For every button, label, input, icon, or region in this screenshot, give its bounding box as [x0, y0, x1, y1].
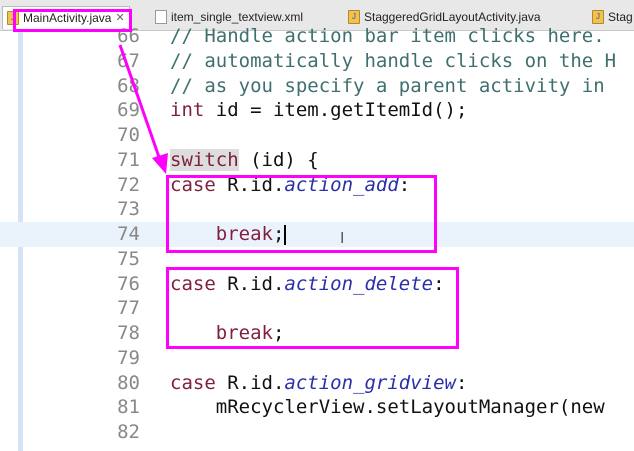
code-line[interactable]: 66// Handle action bar item clicks here.	[0, 24, 634, 49]
code-token: switch	[170, 148, 239, 171]
code-text: case R.id.action_gridview:	[170, 371, 467, 396]
code-line[interactable]: 81 mRecyclerView.setLayoutManager(new	[0, 395, 634, 420]
close-icon[interactable]: ✕	[115, 12, 125, 24]
code-line[interactable]: 75	[0, 247, 634, 272]
tab-item-single-textview[interactable]: item_single_textview.xml	[155, 6, 303, 28]
code-line[interactable]: 70	[0, 123, 634, 148]
text-caret	[284, 224, 287, 245]
line-number: 68	[117, 74, 140, 97]
code-text: // automatically handle clicks on the H	[170, 49, 616, 74]
code-line[interactable]: 76 case R.id.action_delete:	[0, 272, 634, 297]
line-number: 71	[117, 148, 140, 171]
code-text: case R.id.action_add:	[170, 173, 410, 198]
line-number: 76	[117, 272, 140, 295]
tab-staggered-grid[interactable]: J StaggeredGridLayoutActivity.java	[348, 6, 541, 28]
xml-file-icon	[155, 10, 167, 24]
code-text: int id = item.getItemId();	[170, 98, 467, 123]
text-cursor-ibeam-icon: I	[340, 230, 345, 247]
code-text: switch (id) {	[170, 148, 319, 173]
java-file-icon: J	[348, 10, 360, 24]
code-line[interactable]: 73	[0, 197, 634, 222]
annotation-box-action-delete	[166, 267, 459, 349]
code-line[interactable]: 82	[0, 420, 634, 445]
code-line[interactable]: 69 int id = item.getItemId();	[0, 98, 634, 123]
code-token: :	[456, 371, 468, 394]
code-text: // Handle action bar item clicks here.	[170, 24, 616, 49]
code-text: mRecyclerView.setLayoutManager(new	[170, 395, 616, 420]
annotation-box-tab	[13, 9, 132, 32]
line-number: 81	[117, 396, 140, 419]
code-token: int	[170, 99, 216, 122]
tab-stag-overflow[interactable]: J Stag	[592, 6, 633, 28]
code-token: mRecyclerView.setLayoutManager(new	[170, 396, 617, 419]
code-line[interactable]: 67// automatically handle clicks on the …	[0, 49, 634, 74]
code-token: // automatically handle clicks on the H	[170, 49, 617, 72]
line-number: 73	[117, 198, 140, 221]
code-text: // as you specify a parent activity in	[170, 74, 616, 99]
line-number: 82	[117, 421, 140, 443]
code-token: (id) {	[238, 148, 319, 171]
code-token: // Handle action bar item clicks here.	[170, 25, 617, 47]
code-token: R.id.	[215, 371, 285, 394]
code-token: ;	[272, 223, 285, 245]
annotation-box-action-add	[166, 175, 437, 253]
line-number: 70	[117, 124, 140, 146]
code-line[interactable]: 80 case R.id.action_gridview:	[0, 371, 634, 396]
line-number: 79	[117, 346, 140, 369]
code-token: :	[398, 173, 411, 196]
line-number: 69	[117, 99, 140, 122]
code-text: case R.id.action_delete:	[170, 272, 445, 297]
code-token: break	[215, 322, 273, 344]
code-token: ;	[272, 322, 285, 344]
line-number: 77	[117, 297, 140, 320]
code-token: :	[433, 272, 445, 295]
line-number: 80	[117, 371, 140, 394]
code-token: case	[170, 371, 216, 394]
code-token: action_delete	[284, 272, 434, 295]
code-token: break	[215, 223, 273, 245]
code-line[interactable]: 78 break;	[0, 321, 634, 346]
code-line[interactable]: 77	[0, 296, 634, 321]
tab-label: StaggeredGridLayoutActivity.java	[364, 10, 541, 24]
editor-tab-bar: J MainActivity.java✕ item_single_textview…	[0, 0, 634, 31]
code-line[interactable]: 79	[0, 346, 634, 371]
code-text: break;	[170, 222, 287, 247]
line-number: 74	[117, 223, 140, 245]
code-token: R.id.	[215, 173, 285, 196]
line-number: 75	[117, 247, 140, 270]
code-token: id = item.getItemId();	[215, 99, 468, 122]
code-line[interactable]: 72 case R.id.action_add:	[0, 173, 634, 198]
code-token: // as you specify a parent activity in	[170, 74, 617, 97]
code-token: action_add	[284, 173, 399, 196]
code-token: case	[170, 173, 216, 196]
code-text: break;	[170, 321, 285, 346]
tab-label: item_single_textview.xml	[171, 10, 304, 24]
code-line[interactable]: 68 // as you specify a parent activity in	[0, 74, 634, 99]
code-token: action_gridview	[284, 371, 456, 394]
line-number: 72	[117, 173, 140, 196]
tab-label: MainActivity.java	[23, 11, 112, 25]
line-number: 78	[117, 322, 140, 344]
tab-label: Stag	[608, 10, 633, 24]
code-editor[interactable]: 66// Handle action bar item clicks here.…	[0, 24, 634, 445]
java-file-icon: J	[592, 10, 604, 24]
code-token: case	[170, 272, 216, 295]
code-token: R.id.	[215, 272, 285, 295]
code-line[interactable]: 74 break;	[0, 222, 634, 247]
code-line[interactable]: 71 switch (id) {	[0, 148, 634, 173]
